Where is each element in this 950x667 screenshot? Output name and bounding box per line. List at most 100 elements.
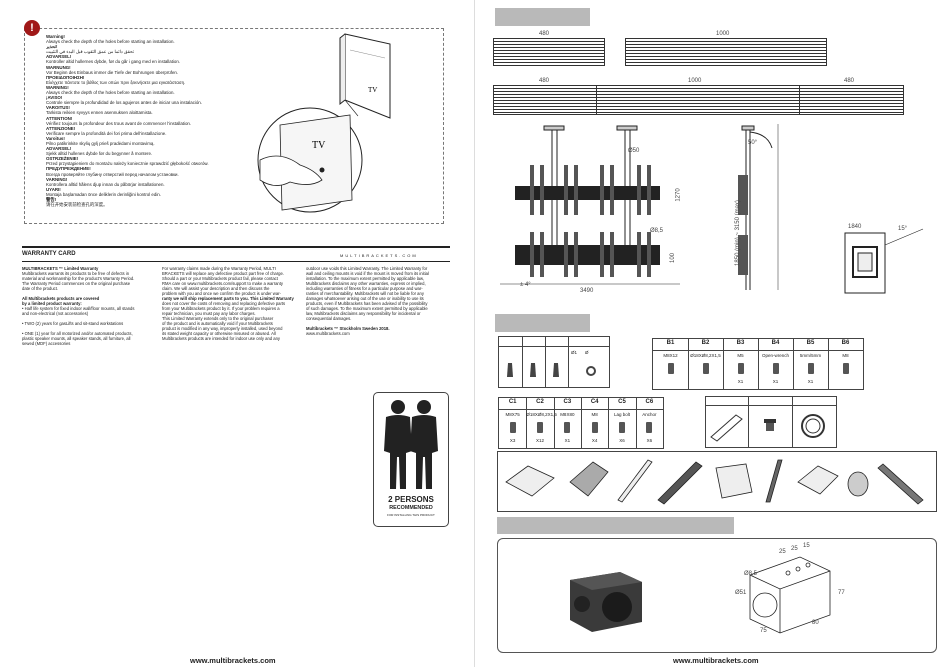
warning-line: OSTRZEŻENIE! (46, 156, 79, 162)
warranty-brand: MULTIBRACKETS.COM (340, 253, 418, 258)
part-code: C4 (590, 399, 599, 405)
part-description: M8 (591, 412, 598, 417)
warning-line: ПРЕДУПРЕЖДЕНИЕ! (46, 166, 91, 172)
warranty-line: • ONE (1) year for all motorized and/or … (22, 331, 133, 336)
warranty-line: law, Multibrackets disclaims any respons… (306, 311, 421, 316)
persons-note: FOR INSTALLING THIS PRODUCT (387, 513, 435, 517)
warning-line: 警告! (46, 197, 57, 202)
adapter-block-image (570, 572, 642, 632)
tv-label-zoom: TV (312, 140, 326, 151)
part-description: Anchor (642, 412, 657, 417)
warranty-line: products, even if Multibrackets has been… (306, 301, 428, 306)
rail-480-a (493, 38, 605, 66)
warranty-card (22, 246, 450, 370)
part-icon (591, 422, 598, 433)
dim-100: 100 (670, 252, 677, 264)
mount-top-view-drawing (844, 228, 924, 294)
warranty-line: does not cover the costs of removing and… (162, 301, 286, 306)
part-icon (667, 363, 674, 374)
part-quantity: X3 (509, 438, 516, 443)
warranty-line: outdoor use voids this Limited Warranty.… (306, 266, 428, 271)
warning-line: ¡AVISO! (46, 95, 63, 101)
detail-dim-w3: 15 (803, 543, 810, 549)
part-description: M8 (842, 353, 849, 358)
dim-1840: 1840 (848, 224, 862, 230)
warning-line: Pilno patikrinkite skylių gylį prieš pra… (46, 140, 155, 146)
parts-a-label-2: Ø (585, 350, 589, 355)
warning-icon: ! (24, 20, 40, 36)
warning-line: 请在开始安装前检查孔的深度。 (46, 202, 108, 208)
warning-line: VARNING! (46, 176, 68, 182)
part-quantity: X1 (564, 438, 571, 443)
warranty-line: of the product and is automatically void… (162, 321, 273, 326)
warning-line: Vor Beginn des Einbaus immer die Tiefe d… (46, 69, 179, 75)
warranty-line: damages whatsoever arising out of the us… (306, 296, 424, 301)
part-code: B1 (666, 340, 675, 346)
part-code: C6 (645, 399, 654, 405)
adapter-photo-frame (497, 538, 937, 653)
warranty-line: The Warranty Period commences on the ori… (22, 281, 131, 286)
parts-a-icons (507, 363, 596, 377)
rail-label-480-a: 480 (537, 31, 552, 37)
tv-label-top: TV (368, 86, 377, 94)
mount-side-view-drawing (738, 124, 779, 290)
warranty-title: WARRANTY CARD (22, 251, 76, 257)
warranty-line: All Multibrackets products are covered (22, 296, 100, 301)
footer-left-url: www.multibrackets.com (190, 656, 276, 665)
detail-dim-small: Ø8,5 (744, 571, 758, 577)
dim-tilt: ± 4° (520, 282, 531, 288)
warranty-line: Should a part or your Multibrackets prod… (162, 276, 278, 281)
part-code: B4 (771, 340, 780, 346)
rail-label-480-c: 480 (842, 78, 857, 84)
warranty-line: date of the product. (22, 286, 59, 291)
section-header-detail (497, 517, 734, 534)
dim-diameter-8-5: Ø8,5 (650, 228, 664, 234)
rail-1000-b (596, 85, 801, 115)
part-description: M8X12 (663, 353, 678, 358)
dim-50-degree: 50° (748, 140, 758, 146)
part-description: M5 (737, 353, 744, 358)
part-description: Ø18XØ8,2X1,5 (690, 353, 721, 358)
part-icon (702, 363, 709, 374)
warranty-line: MULTIBRACKETS ™ Limited Warranty (22, 266, 99, 271)
warranty-line: of such damages. To the maximum extent p… (306, 306, 428, 311)
part-quantity: X4 (591, 438, 598, 443)
warranty-rule (22, 261, 450, 262)
warranty-line: RMA care on www.multibrackets.com/suppor… (162, 281, 284, 286)
persons-title: 2 PERSONS (388, 495, 434, 504)
rail-480-c (799, 85, 904, 115)
warning-line: Kontrollera alltid hålens djup innan du … (46, 181, 165, 187)
rail-label-1000-a: 1000 (714, 31, 732, 37)
part-icon (619, 422, 625, 433)
rail-label-1000-b: 1000 (686, 78, 704, 84)
parts-d-icons (710, 414, 825, 442)
part-description: Lag bolt (613, 412, 630, 417)
warning-line: Always check the depth of the holes befo… (46, 90, 175, 96)
warranty-line: by a limited product warranty: (22, 301, 82, 306)
warning-line: WARNUNG! (46, 64, 71, 70)
warranty-line: This Limited Warranty extends only to th… (162, 316, 274, 321)
parts-strip-icons (505, 459, 924, 505)
warning-line: ATTENZIONE! (46, 125, 76, 131)
part-description: Ø18XØ8,2X1,5 (526, 412, 557, 417)
warning-line: Controle siempre la profundidad de los a… (46, 100, 202, 106)
detail-dim-height: 77 (838, 590, 845, 596)
warranty-line: ranties of merchantability. Multibracket… (306, 291, 424, 296)
part-description: 5mm/5mm (799, 353, 822, 358)
warranty-line: Multibrackets ™ Stockholm Sweden 2018. (306, 326, 390, 331)
part-code: C3 (563, 399, 572, 405)
warning-line: ADVARSEL! (46, 54, 72, 60)
warranty-line: and non-electrical (not accessories) (22, 311, 89, 316)
warranty-line: For warranty claims made during the Warr… (162, 266, 276, 271)
warranty-line: installation. To the maximum extent perm… (306, 276, 424, 281)
part-code: C2 (536, 399, 544, 405)
warranty-line: its stated weight capacity or otherwise … (162, 331, 276, 336)
warranty-line: claim. We will assist your description a… (162, 286, 270, 291)
part-code: C5 (618, 399, 626, 405)
warranty-line: Multibrackets disclaims any other warran… (306, 281, 426, 286)
section-header-parts (495, 314, 590, 332)
warranty-line: from your Multibrackets product by it. I… (162, 306, 280, 311)
part-quantity: X1 (772, 379, 779, 384)
adapter-dimension-drawing (749, 556, 831, 634)
